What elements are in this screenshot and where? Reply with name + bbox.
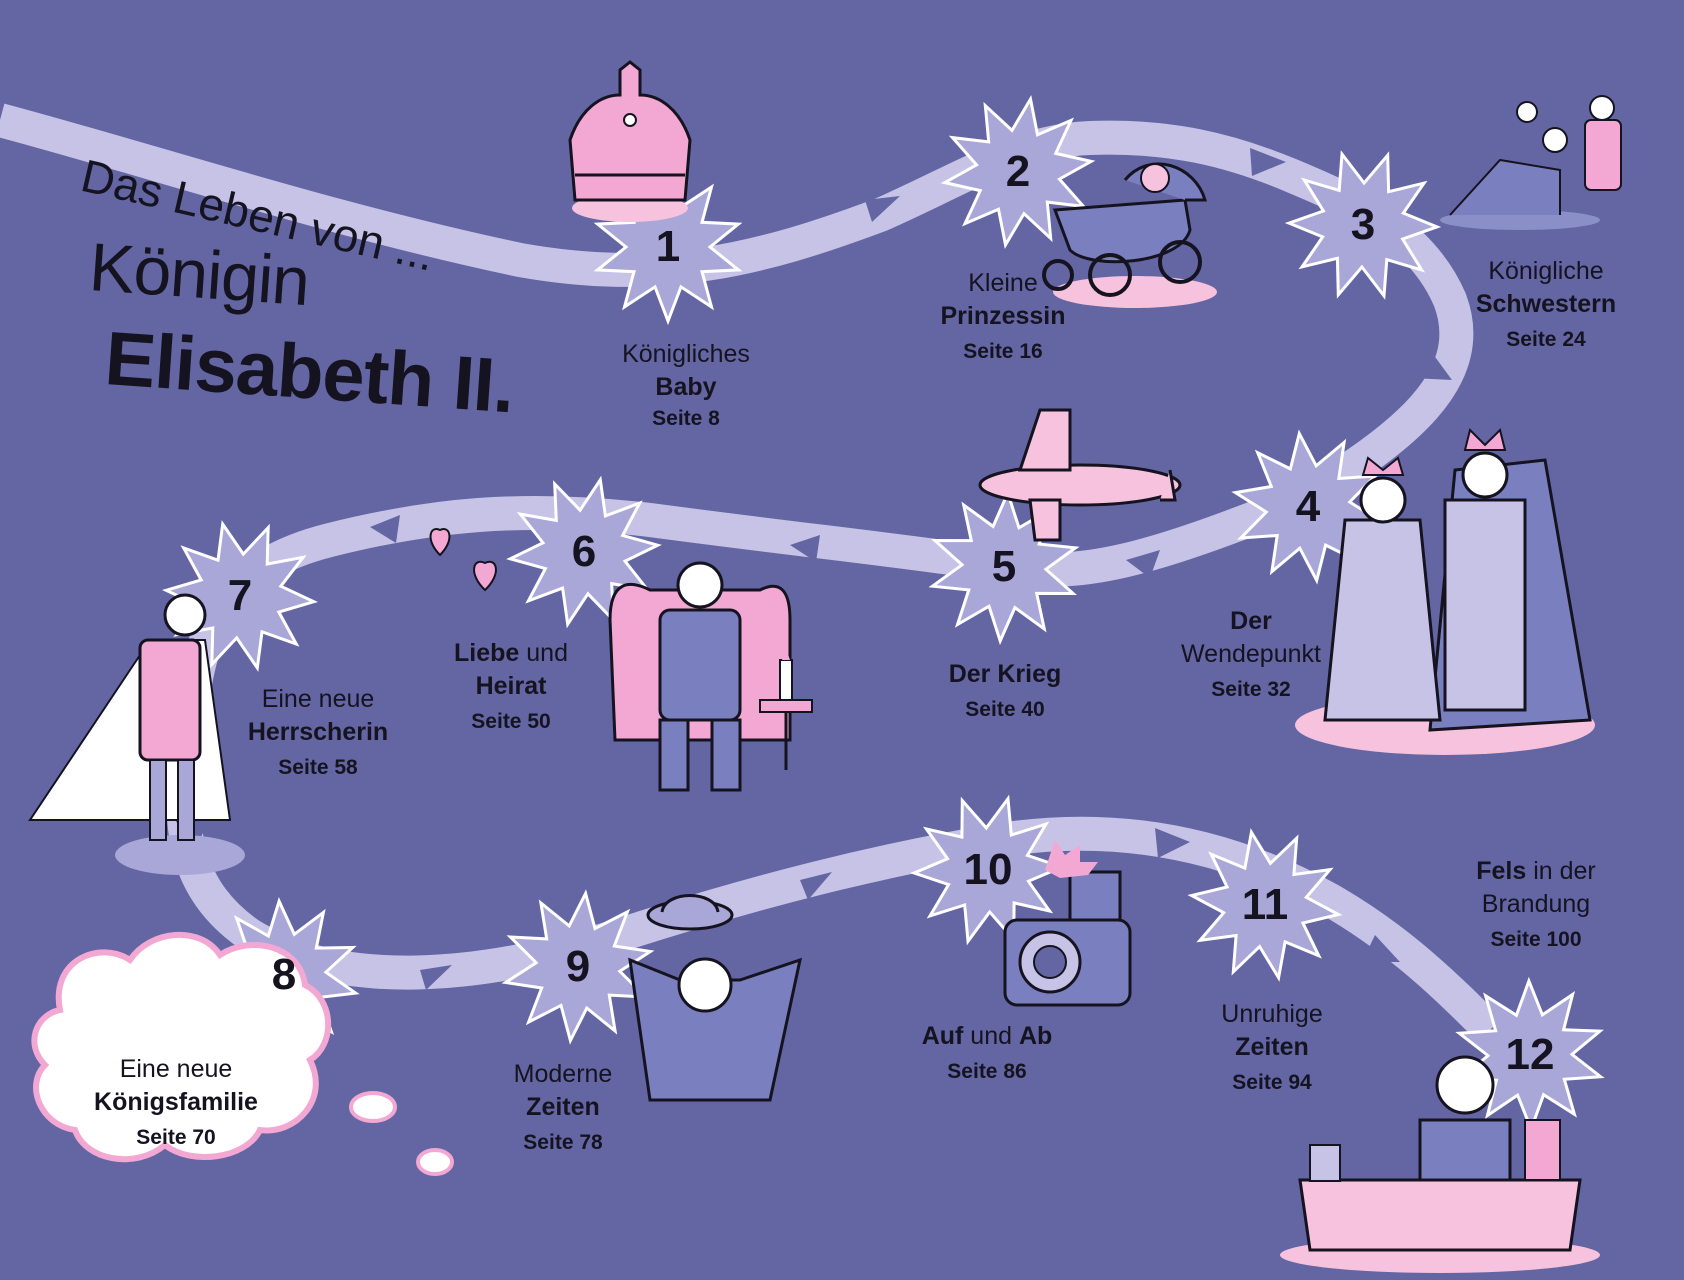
- arrow-icon: [1250, 148, 1286, 176]
- coronation-icon: [1295, 428, 1595, 755]
- chapter-title-line1-mid: und: [963, 1022, 1019, 1050]
- chapter-title-line1-rest: in der: [1526, 857, 1596, 885]
- hat-woman-icon: [628, 894, 803, 1102]
- crown-icon: [568, 60, 692, 222]
- chapter-title-line1: Königliche: [1488, 257, 1604, 285]
- chapter-number-4: 4: [1295, 482, 1321, 531]
- chapter-page: Seite 40: [965, 698, 1045, 721]
- chapter-label-10: Auf und Ab Seite 86: [922, 1020, 1053, 1087]
- chapter-title-line2: Herrscherin: [247, 718, 389, 746]
- chapter-title-line2: Prinzessin: [940, 302, 1066, 330]
- chapter-label-7: Eine neue Herrscherin Seite 58: [248, 683, 388, 783]
- star-burst-icon: [940, 94, 1096, 250]
- chapter-page: Seite 78: [523, 1131, 603, 1154]
- chapter-number-5: 5: [991, 542, 1017, 591]
- chapter-title-line2: Schwestern: [1475, 290, 1617, 318]
- chapter-page: Seite 32: [1211, 678, 1291, 701]
- chapter-number-11: 11: [1241, 880, 1289, 929]
- star-burst-icon: [1187, 828, 1343, 982]
- chapter-number-10: 10: [963, 845, 1013, 894]
- chapter-label-1: Königliches Baby Seite 8: [622, 338, 750, 434]
- chapter-title-line2: Brandung: [1481, 890, 1591, 918]
- chapter-label-6: Liebe und Heirat Seite 50: [454, 637, 568, 737]
- chapter-page: Seite 86: [947, 1060, 1027, 1083]
- airplane-icon: [978, 408, 1182, 542]
- chapter-page: Seite 94: [1232, 1071, 1312, 1094]
- chapter-title-line1: Der: [1230, 607, 1272, 635]
- chapter-page: Seite 8: [652, 407, 720, 430]
- chapter-title-line2: Zeiten: [1235, 1033, 1309, 1061]
- chapter-label-5: Der Krieg Seite 40: [949, 658, 1062, 725]
- desk-icon: [1280, 1055, 1600, 1273]
- arrow-icon: [420, 965, 452, 990]
- chapter-page: Seite 100: [1490, 928, 1582, 951]
- chapter-label-9: Moderne Zeiten Seite 78: [514, 1058, 613, 1158]
- queen-robe-icon: [28, 593, 245, 875]
- chapter-number-9: 9: [565, 942, 591, 991]
- chapter-title-line1-end: Ab: [1018, 1022, 1053, 1050]
- chapter-number-7: 7: [227, 571, 253, 620]
- star-burst-icon: [506, 475, 662, 629]
- arrow-icon: [800, 872, 832, 900]
- chapter-label-4: Der Wendepunkt Seite 32: [1181, 605, 1321, 705]
- arrow-icon: [1155, 828, 1190, 858]
- chapter-title-line1: Auf: [921, 1022, 964, 1050]
- road-arrows: [175, 148, 1452, 990]
- arrow-icon: [1126, 550, 1160, 578]
- family-icon: [1440, 95, 1622, 230]
- chapter-title-line1-rest: und: [519, 639, 568, 667]
- chapter-number-3: 3: [1350, 200, 1376, 249]
- chapter-page: Seite 16: [963, 340, 1043, 363]
- chapter-title-line1: Königliches: [622, 340, 750, 368]
- arrow-icon: [370, 515, 400, 543]
- chapter-page: Seite 70: [136, 1126, 216, 1149]
- cloud-icon: [31, 932, 454, 1176]
- arrow-icon: [1362, 935, 1400, 962]
- chapter-title-line1: Kleine: [968, 269, 1038, 297]
- arrow-icon: [865, 196, 900, 222]
- chapter-page: Seite 50: [471, 710, 551, 733]
- title-line2: Königin: [86, 229, 312, 321]
- star-burst-icon: [501, 889, 655, 1045]
- pram-icon: [1042, 162, 1217, 308]
- arrow-icon: [1412, 350, 1452, 380]
- chapter-title-line2: Wendepunkt: [1181, 640, 1321, 668]
- chapter-label-8: Eine neue Königsfamilie Seite 70: [94, 1053, 258, 1153]
- chapter-title-line1: Der Krieg: [948, 660, 1062, 688]
- heart-icon: [429, 528, 497, 592]
- road-segment: [0, 103, 1503, 1043]
- chapter-title-line2: Zeiten: [526, 1093, 600, 1121]
- chapter-number-1: 1: [655, 222, 681, 271]
- star-burst-icon: [1284, 150, 1442, 300]
- chapter-title-line1: Moderne: [513, 1060, 613, 1088]
- star-burst-icon: [909, 794, 1067, 946]
- chapter-label-11: Unruhige Zeiten Seite 94: [1221, 998, 1322, 1098]
- chapter-number-6: 6: [571, 527, 597, 576]
- chapter-number-8: 8: [271, 950, 297, 999]
- chapter-label-2: Kleine Prinzessin Seite 16: [940, 267, 1065, 367]
- chapter-title-line2: Königsfamilie: [94, 1088, 258, 1116]
- arrow-icon: [790, 535, 820, 562]
- chapter-title-line1: Eine neue: [119, 1055, 233, 1083]
- armchair-man-icon: [608, 561, 813, 792]
- chapter-title-line2: Heirat: [475, 672, 547, 700]
- chapter-label-3: Königliche Schwestern Seite 24: [1476, 255, 1616, 355]
- star-burst-icon: [1455, 976, 1605, 1134]
- chapter-page: Seite 58: [278, 756, 358, 779]
- chapter-label-12: Fels in der Brandung Seite 100: [1476, 855, 1596, 955]
- chapter-title-line1: Unruhige: [1221, 1000, 1323, 1028]
- chapter-title-line1: Liebe: [454, 639, 520, 667]
- chapter-number-12: 12: [1505, 1030, 1555, 1079]
- chapter-title-line1: Fels: [1476, 857, 1527, 885]
- camera-icon: [1003, 840, 1132, 1007]
- chapter-number-2: 2: [1005, 147, 1031, 196]
- chapter-title-line1: Eine neue: [261, 685, 375, 713]
- chapter-title-line2: Baby: [655, 373, 717, 401]
- chapter-page: Seite 24: [1506, 328, 1586, 351]
